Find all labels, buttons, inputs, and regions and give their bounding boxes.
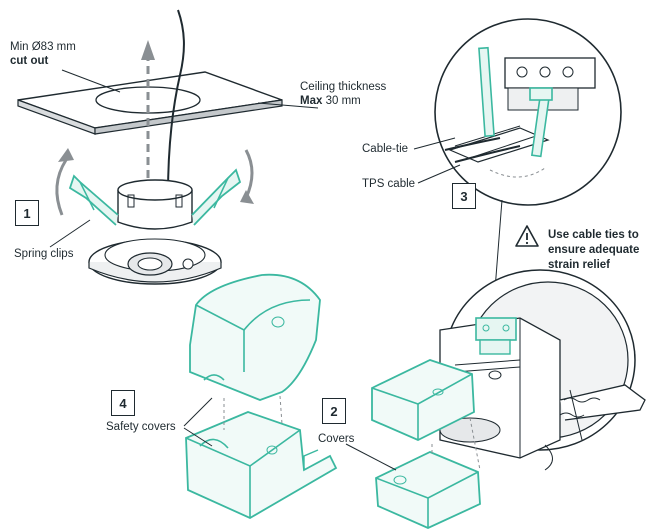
safety-cover-top bbox=[189, 273, 321, 401]
covers-leader bbox=[345, 443, 397, 471]
cable-tie-leader bbox=[413, 137, 456, 150]
safety-cover-bottom bbox=[185, 411, 338, 520]
sensor-unit-1 bbox=[88, 179, 222, 285]
cover-bottom bbox=[375, 451, 481, 529]
spring-clip-left bbox=[68, 174, 119, 226]
safety-covers-leader-1 bbox=[183, 397, 213, 427]
cutout-text: cut out bbox=[10, 55, 49, 67]
ceiling-thickness-title: Ceiling thickness bbox=[300, 81, 387, 93]
warning-line-3: strain relief bbox=[548, 259, 610, 271]
step-4-badge: 4 bbox=[111, 390, 135, 416]
sensor-housing-large bbox=[439, 269, 646, 471]
spring-clip-right bbox=[191, 168, 242, 226]
spring-clips-leader bbox=[49, 219, 91, 248]
terminal-zoom-circle bbox=[434, 18, 622, 206]
tps-cable-label: TPS cable bbox=[362, 178, 416, 190]
covers-label: Covers bbox=[318, 433, 355, 445]
spring-clips-label: Spring clips bbox=[14, 248, 74, 260]
tps-cable-leader bbox=[417, 164, 461, 184]
ceiling-panel bbox=[17, 71, 283, 135]
step-3-badge: 3 bbox=[452, 183, 476, 209]
tps-cable-1 bbox=[167, 9, 185, 196]
ceiling-thickness-label: Ceiling thickness Max 30 mm bbox=[300, 80, 386, 108]
warning-line-2: ensure adequate bbox=[548, 244, 640, 256]
step-1-badge: 1 bbox=[15, 200, 39, 226]
safety-covers-leader-2 bbox=[183, 427, 213, 447]
warning-triangle-icon bbox=[515, 225, 539, 247]
terminal-block bbox=[475, 317, 517, 341]
ceiling-max-value: 30 mm bbox=[325, 95, 361, 107]
rotate-arrow-right bbox=[244, 149, 254, 199]
ceiling-max-word: Max bbox=[300, 95, 323, 107]
cable-tie-label: Cable-tie bbox=[362, 143, 409, 155]
cutout-leader bbox=[61, 69, 121, 93]
cover-top bbox=[371, 359, 475, 441]
strain-relief-warning: Use cable ties to ensure adequate strain… bbox=[548, 228, 639, 273]
step-2-badge: 2 bbox=[322, 398, 346, 424]
cutout-label: Min Ø83 mm cut out bbox=[10, 40, 76, 68]
cutout-dimension: Min Ø83 mm bbox=[10, 41, 76, 53]
rotate-arrow-left bbox=[55, 159, 68, 216]
safety-covers-label: Safety covers bbox=[106, 421, 176, 433]
ceiling-leader bbox=[257, 102, 319, 109]
warning-line-1: Use cable ties to bbox=[548, 229, 639, 241]
